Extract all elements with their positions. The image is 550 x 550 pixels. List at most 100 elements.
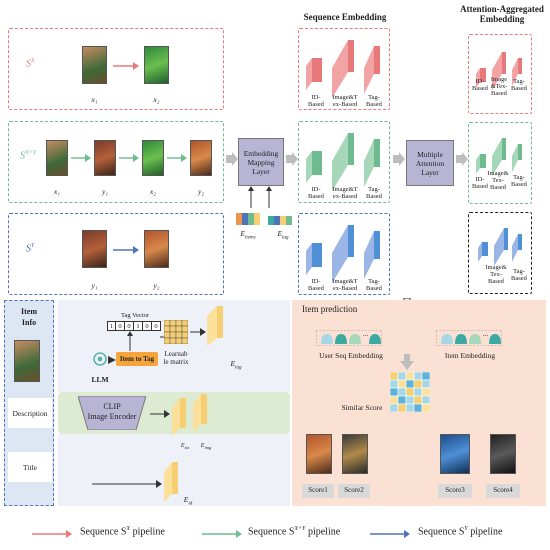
sxy-arrow-3 bbox=[167, 154, 187, 162]
sxy-item-y2-label: y₂ bbox=[198, 187, 204, 196]
clip-encoder-label: CLIP Image Encoder bbox=[87, 402, 137, 421]
legend-sy-label: Sequence SY pipeline bbox=[418, 526, 503, 538]
agg-xy-box bbox=[468, 122, 532, 204]
e-txt-label: Etxt bbox=[180, 443, 190, 451]
agg-x-id-label: ID- Based bbox=[472, 78, 488, 92]
sxy-row-box bbox=[8, 121, 224, 203]
similarity-matrix bbox=[390, 372, 430, 412]
embedding-mapping-layer: Embedding Mapping Layer bbox=[238, 138, 284, 186]
sxy-item-x1-label: x₁ bbox=[54, 187, 60, 196]
input-arrow bbox=[226, 152, 238, 166]
sxy-item-y1-image bbox=[94, 140, 116, 176]
sxy-item-x1-image bbox=[46, 140, 68, 176]
item-info-description: Description bbox=[8, 398, 52, 428]
sy-item-y1-image bbox=[82, 230, 107, 268]
tag-bit: 0 bbox=[152, 321, 161, 331]
learnable-matrix bbox=[164, 320, 188, 344]
learnable-matrix-label: Learnab le matrix bbox=[163, 350, 189, 366]
score-3: Score3 bbox=[438, 484, 472, 498]
sxy-item-x2-image bbox=[142, 140, 164, 176]
item-prediction-title: Item prediction bbox=[302, 304, 358, 314]
score-4: Score4 bbox=[486, 484, 520, 498]
legend-sxy-arrow bbox=[202, 530, 242, 538]
sx-item-x1-label: x₁ bbox=[91, 95, 98, 104]
mapping-to-embedding-arrow bbox=[286, 152, 298, 166]
description-arrow bbox=[150, 410, 170, 418]
seq-emb-y-box bbox=[298, 213, 390, 295]
sxy-arrow-1 bbox=[71, 154, 91, 162]
candidate-2-image bbox=[342, 434, 368, 474]
score-2: Score2 bbox=[338, 484, 370, 498]
e-tag-blocks bbox=[268, 216, 292, 225]
e-items-label: Eitems bbox=[240, 229, 256, 241]
sy-arrow bbox=[113, 246, 139, 254]
sx-row-box bbox=[8, 28, 224, 110]
tag-bit: 1 bbox=[134, 321, 143, 331]
legend-sx-arrow bbox=[32, 530, 72, 538]
sy-item-y1-label: y₁ bbox=[91, 281, 98, 290]
sxy-arrow-2 bbox=[119, 154, 139, 162]
user-seq-embedding-label: User Seq Embedding bbox=[319, 351, 383, 360]
embedding-layer-input-arrows bbox=[248, 186, 272, 208]
user-seq-dots: ... bbox=[363, 330, 369, 338]
agg-xy-id-label: ID- Based bbox=[472, 176, 488, 190]
sx-arrow bbox=[113, 62, 139, 70]
tag-bit: 0 bbox=[116, 321, 125, 331]
sx-item-x1-image bbox=[82, 46, 107, 84]
agg-y-box bbox=[468, 212, 532, 294]
tag-vector: 1 0 0 1 0 0 bbox=[107, 321, 161, 331]
score-1: Score1 bbox=[302, 484, 334, 498]
agg-x-imgtex-label: Image &Tex- Based bbox=[490, 76, 508, 97]
candidate-1-image bbox=[306, 434, 332, 474]
sy-item-y2-label: y₂ bbox=[153, 281, 160, 290]
tag-bit: 0 bbox=[125, 321, 134, 331]
tag-bit: 0 bbox=[143, 321, 152, 331]
seq-emb-xy-id-label: ID- Based bbox=[308, 186, 324, 200]
e-txt-slab bbox=[172, 398, 186, 436]
item-embedding-dots: ... bbox=[483, 330, 489, 338]
clip-encoder: CLIP Image Encoder bbox=[78, 396, 146, 430]
llm-arrow bbox=[108, 356, 116, 364]
seq-emb-xy-imgtex-label: Image&T ex-Based bbox=[332, 186, 358, 200]
seq-emb-slabs bbox=[306, 40, 380, 283]
seq-to-attention-arrow bbox=[393, 152, 405, 166]
agg-xy-imgtex-label: Image& Tex- Based bbox=[487, 170, 509, 191]
sx-item-x2-image bbox=[144, 46, 169, 84]
e-id-slab bbox=[164, 462, 178, 502]
legend-sx-label: Sequence SX pipeline bbox=[80, 526, 165, 538]
agg-x-box bbox=[468, 34, 532, 114]
matrix-to-tag-arrow bbox=[190, 328, 206, 336]
item-info-image bbox=[14, 340, 40, 382]
seq-emb-xy-tag-label: Tag- Based bbox=[366, 186, 382, 200]
agg-x-tag-label: Tag- Based bbox=[511, 78, 527, 92]
e-img-slab bbox=[193, 394, 207, 432]
seq-emb-x-box bbox=[298, 28, 390, 110]
sxy-item-y2-image bbox=[190, 140, 212, 176]
candidate-3-image bbox=[440, 434, 470, 474]
similarity-down-arrow bbox=[400, 354, 414, 370]
seq-emb-x-id-label: ID- Based bbox=[308, 94, 324, 108]
agg-y-imgtex-label: Image& Tex- Based bbox=[485, 264, 507, 285]
multiple-attention-layer: Multiple Attention Layer bbox=[406, 140, 454, 186]
sx-row-label: SX bbox=[26, 58, 35, 70]
tag-bit: 1 bbox=[107, 321, 116, 331]
tag-section-bg bbox=[58, 300, 290, 392]
sequence-embedding-header: Sequence Embedding bbox=[303, 12, 387, 22]
seq-emb-y-imgtex-label: Image&T ex-Based bbox=[332, 278, 358, 292]
llm-icon bbox=[93, 352, 107, 366]
item-info-title: Item Info bbox=[21, 307, 37, 327]
sxy-item-x2-label: x₂ bbox=[150, 187, 156, 196]
sxy-item-y1-label: y₁ bbox=[102, 187, 108, 196]
seq-emb-xy-box bbox=[298, 121, 390, 203]
item-info-title-field: Title bbox=[8, 452, 52, 482]
attention-aggregated-header: Attention-Aggregated Embedding bbox=[460, 4, 544, 24]
agg-y-tag-label: Tag- Based bbox=[511, 268, 527, 282]
e-tag-output-label: Etag bbox=[230, 359, 242, 371]
legend-sxy-label: Sequence SX+Y pipeline bbox=[248, 526, 341, 538]
sy-row-box bbox=[8, 213, 224, 295]
item-to-tag-box: Item to Tag bbox=[116, 352, 158, 366]
llm-label: LLM bbox=[91, 375, 109, 384]
e-tag-slab bbox=[207, 306, 223, 346]
item-embedding-label: Item Embedding bbox=[444, 351, 496, 360]
seq-emb-x-imgtex-label: Image&T ex-Based bbox=[332, 94, 358, 108]
